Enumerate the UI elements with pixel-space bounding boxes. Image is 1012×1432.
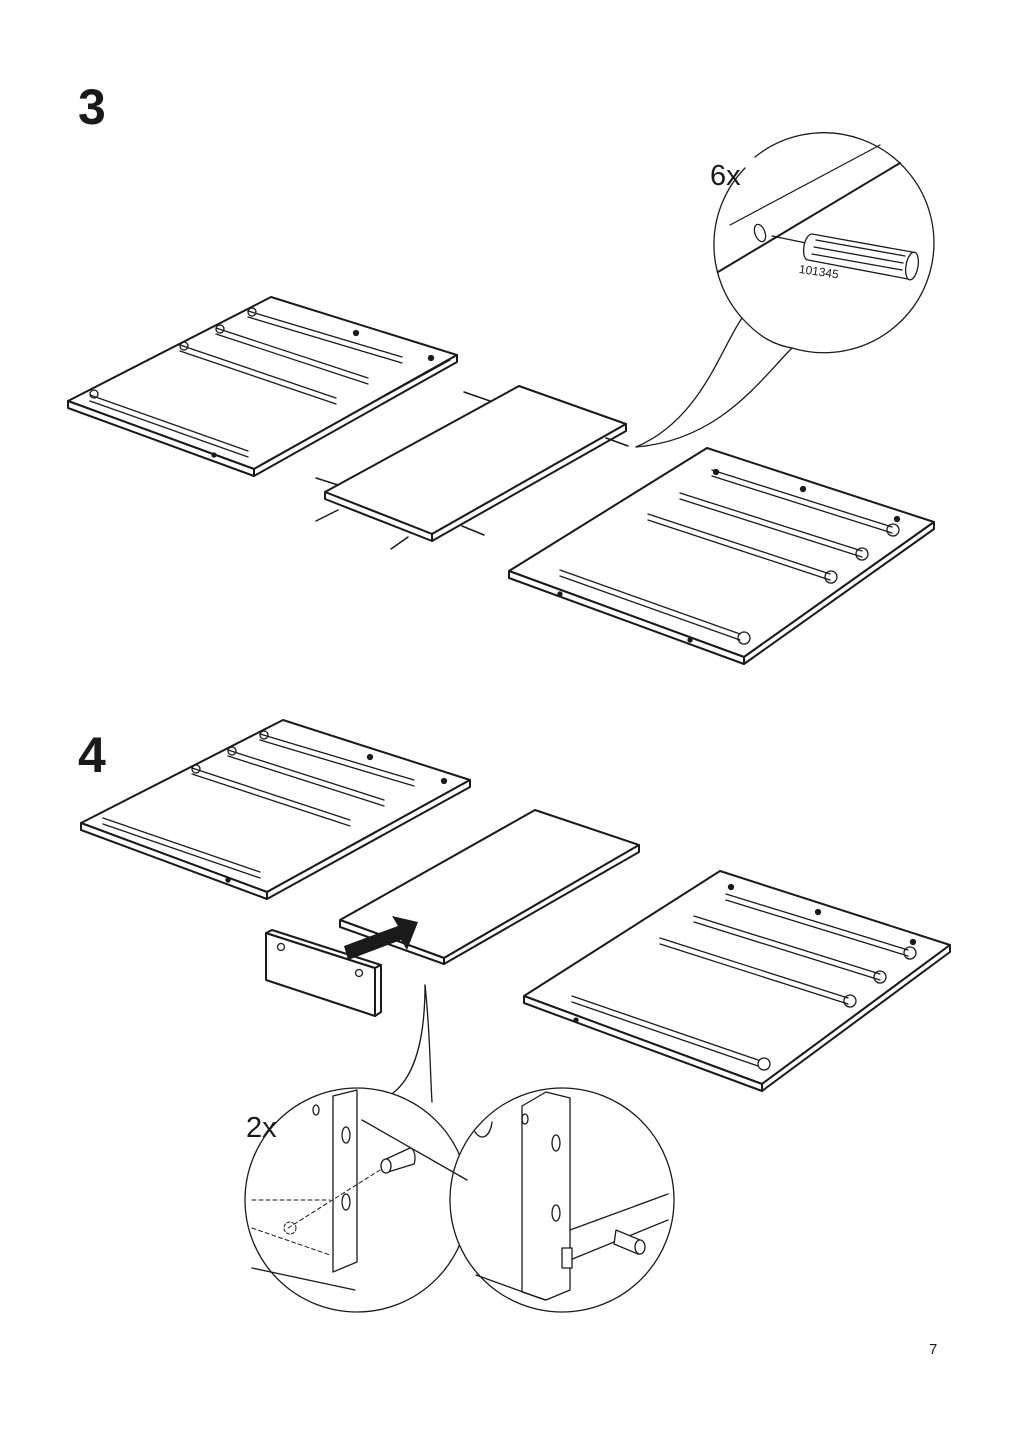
page-number: 7: [929, 1341, 938, 1358]
shelf-board-icon: [324, 385, 627, 542]
side-panel-right-icon: [508, 447, 935, 665]
step-number: 4: [78, 727, 106, 783]
arrow-icon: [344, 916, 418, 960]
zoom-circle-icon: [635, 132, 935, 448]
side-panel-left-icon: [80, 719, 471, 900]
dowel-icon: [315, 391, 629, 550]
step-number: 3: [78, 79, 106, 135]
side-panel-left-icon: [67, 296, 458, 477]
side-panel-right-icon: [523, 870, 951, 1092]
zoom-circle-icon: [244, 984, 675, 1313]
quantity-label: 6x: [710, 160, 741, 192]
front-rail-icon: [265, 929, 382, 1017]
quantity-label: 2x: [246, 1112, 277, 1144]
